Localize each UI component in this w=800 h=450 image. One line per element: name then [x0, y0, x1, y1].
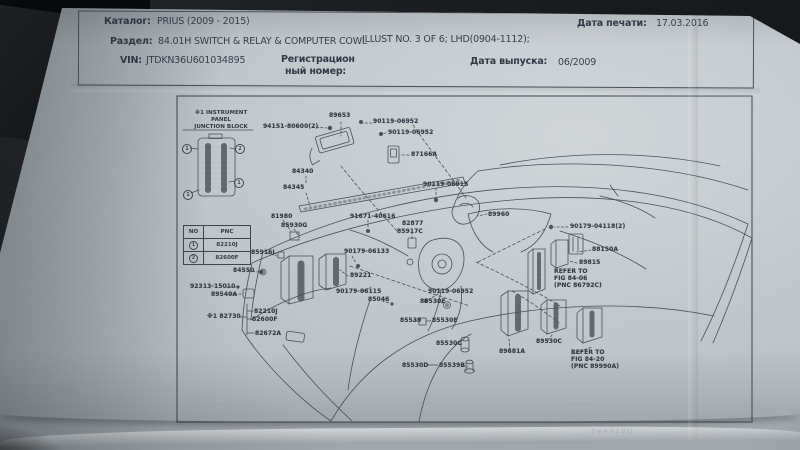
pnc-table-row: 2 82600F: [183, 251, 251, 265]
part-label: 81980: [271, 213, 293, 220]
callout-number: 2: [189, 253, 198, 263]
part-label: 82600F: [252, 316, 278, 323]
part-label: 87166A: [411, 151, 438, 158]
illust-info: ILLUST NO. 3 OF 6; LHD(0904-1112);: [362, 34, 530, 45]
issue-date-label: Дата выпуска:: [470, 56, 548, 67]
part-label: 90119-06952: [388, 129, 434, 136]
part-label: 82672A: [255, 330, 282, 337]
print-date-label: Дата печати:: [577, 18, 647, 29]
print-date-value: 17.03.2016: [656, 18, 709, 29]
part-label: 84340: [292, 168, 314, 175]
part-label: 89221: [350, 272, 372, 279]
part-label: 84345: [283, 184, 305, 191]
part-label: 85917C: [397, 228, 423, 235]
paper-corner-shadow: [0, 424, 70, 450]
paper-crease: [688, 10, 698, 440]
part-label: 90179-06133: [344, 248, 390, 255]
registration-label: Регистрацион: [281, 54, 355, 65]
part-label: 90179-04118(2): [570, 223, 626, 230]
registration-label: ный номер:: [285, 66, 347, 77]
pnc-table-row: 1 82210J: [183, 238, 251, 252]
part-label: 89815: [579, 259, 601, 266]
part-label: ※1 82730: [207, 313, 241, 320]
callout-number: 1: [189, 240, 198, 250]
junction-block-callout: 1: [234, 178, 244, 188]
catalog-value: PRIUS (2009 - 2015): [157, 16, 250, 27]
junction-block-inset-title: ※1 INSTRUMENT PANEL JUNCTION BLOCK: [194, 110, 248, 130]
part-label: 85539B: [439, 362, 466, 369]
part-label: 90179-06115: [336, 288, 382, 295]
part-label: 89530C: [536, 338, 562, 345]
part-label: 89540A: [211, 291, 238, 298]
part-label: 89653: [329, 112, 351, 119]
issue-date-value: 06/2009: [558, 57, 597, 68]
part-label: 82877: [402, 220, 424, 227]
part-label: 90119-06952: [373, 118, 419, 125]
part-label: 85530D: [402, 362, 429, 369]
pnc-table: NO PNC 1 82210J 2 82600F: [183, 225, 251, 265]
part-label: 89681A: [499, 348, 526, 355]
part-label: 84550: [233, 267, 255, 274]
paper-curl-shadow: [0, 404, 800, 422]
vin-value: JTDKN36U601034895: [146, 55, 246, 66]
part-label: 94151-80600(2): [263, 123, 319, 130]
part-label: 85530E: [420, 298, 446, 305]
part-label: 85530E: [432, 317, 458, 324]
part-label: 90119-06952: [428, 288, 474, 295]
part-label: 85930G: [281, 222, 308, 229]
catalog-label: Каталог:: [104, 16, 151, 27]
pnc-table-pnc-header: PNC: [203, 225, 251, 239]
part-label: 85046: [368, 296, 390, 303]
junction-block-callout: 1: [183, 190, 193, 200]
part-label: 88150A: [592, 246, 619, 253]
part-label: 89960: [488, 211, 510, 218]
pnc-table-no-header: NO: [183, 225, 204, 239]
part-label: 90119-06915: [423, 181, 469, 188]
part-label: 85530C: [436, 340, 462, 347]
vin-label: VIN:: [120, 55, 142, 66]
junction-block-callout: 1: [182, 144, 192, 154]
part-label: 91671-40616: [350, 213, 396, 220]
section-value: 84.01H SWITCH & RELAY & COMPUTER COWL: [158, 36, 367, 47]
part-label: 92313-15010: [190, 283, 236, 290]
pnc-value: 82600F: [203, 251, 251, 265]
pnc-value: 82210J: [203, 238, 251, 252]
section-label: Раздел:: [110, 36, 153, 47]
part-label: 82210J: [254, 308, 278, 315]
part-label: 85539: [400, 317, 422, 324]
part-label: 85916L: [251, 249, 277, 256]
junction-block-callout: 2: [235, 144, 245, 154]
